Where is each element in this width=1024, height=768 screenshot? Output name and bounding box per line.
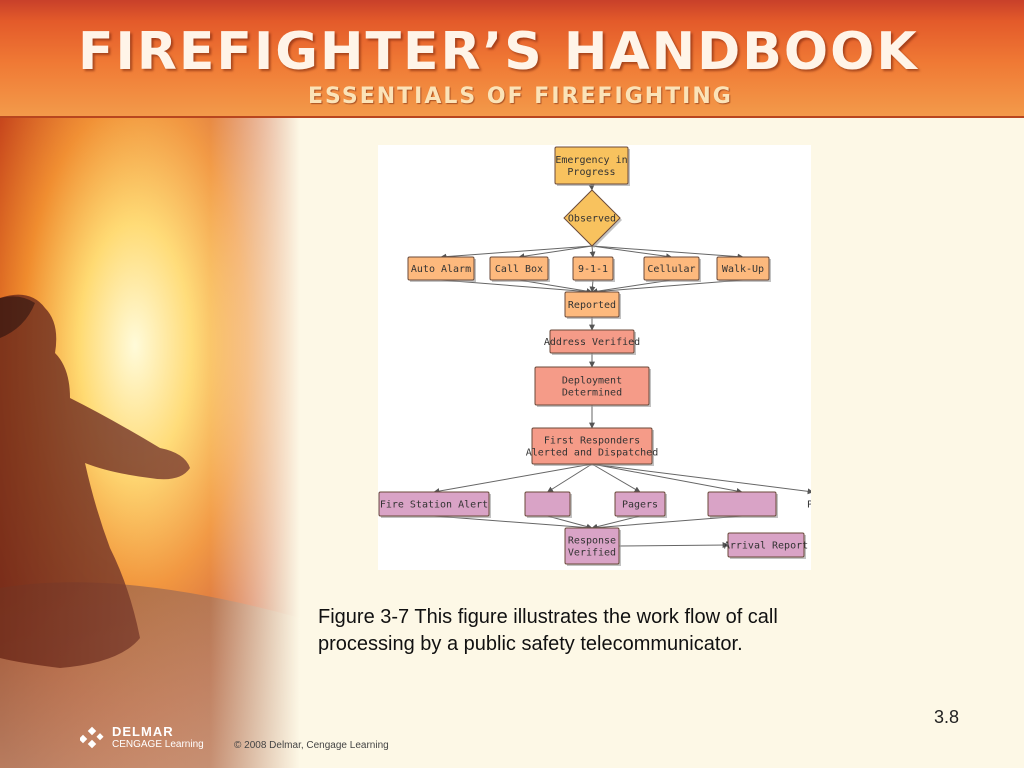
flow-arrow-observed-to-walk-up [591, 245, 744, 260]
flow-node-blank-2 [707, 491, 778, 518]
flow-arrow-response-verified-to-arrival-report [618, 542, 729, 549]
flow-node-reported: Reported [564, 291, 621, 319]
flow-arrow-observed-to-call-box [518, 245, 593, 260]
flow-node-label: Walk-Up [722, 264, 764, 275]
caption-line-1: Figure 3-7 This figure illustrates the w… [318, 606, 778, 628]
flow-node-label: Auto Alarm [411, 264, 471, 275]
flow-node-label: Fire Station Alert [380, 500, 488, 511]
book-title: FIREFIGHTER’S HANDBOOK [78, 22, 919, 82]
flow-arrow-observed-to-auto-alarm [440, 245, 593, 260]
firefighter-fire-image [0, 118, 300, 768]
copyright-text: © 2008 Delmar, Cengage Learning [234, 740, 389, 751]
book-subtitle: ESSENTIALS OF FIREFIGHTING [308, 84, 733, 109]
logo-text-delmar: DELMAR [112, 724, 174, 739]
flow-arrow-first-responders-to-fire-station-alert [433, 463, 593, 495]
logo-text-cengage: CENGAGE Learning [112, 739, 204, 750]
flow-node-label: Pagers [622, 500, 658, 511]
flow-node-fire-station-alert: Fire Station Alert [378, 491, 491, 518]
slide-number: 3.8 [934, 707, 960, 727]
flow-node-label: Verified [568, 548, 616, 559]
header-banner: FIREFIGHTER’S HANDBOOK ESSENTIALS OF FIR… [0, 0, 1024, 118]
flow-node-label: Deployment [562, 376, 622, 387]
flow-node-label: Emergency in [555, 155, 627, 166]
flow-node-label: Alerted and Dispatched [526, 448, 658, 459]
flow-arrow-first-responders-to-pr-partial [591, 463, 811, 495]
flow-node-walk-up: Walk-Up [716, 256, 771, 282]
flow-node-label: Arrival Report [724, 541, 808, 552]
delmar-logo-icon [80, 726, 104, 749]
flow-node-label: Reported [568, 300, 616, 311]
flow-node-arrival-report: Arrival Report [724, 532, 808, 559]
flow-node-nine-one-one: 9-1-1 [572, 256, 615, 282]
flow-node-blank-1 [524, 491, 572, 518]
flow-arrow-first-responders-to-blank-1 [546, 463, 593, 493]
flow-node-label: Observed [568, 214, 616, 225]
flow-node-observed: Observed [563, 189, 622, 248]
caption-line-2: processing by a public safety telecommun… [318, 633, 743, 655]
flow-node-label: First Responders [544, 436, 640, 447]
flow-arrow-observed-to-nine-one-one [589, 245, 596, 258]
flow-arrow-first-responders-to-blank-2 [591, 463, 743, 494]
figure-caption: Figure 3-7 This figure illustrates the w… [318, 604, 878, 658]
flow-node-label: Response [568, 536, 616, 547]
flow-node-address-verified: Address Verified [544, 329, 640, 355]
flow-node-label: Determined [562, 388, 622, 399]
flow-arrow-first-responders-to-pagers [591, 463, 641, 493]
flow-node-pagers: Pagers [614, 491, 667, 518]
flow-node-pr-partial: Pr [807, 500, 811, 511]
flow-node-label: Address Verified [544, 337, 640, 348]
flow-node-call-box: Call Box [489, 256, 550, 282]
flow-node-label: Pr [807, 500, 811, 511]
delmar-logo: DELMAR CENGAGE Learning [80, 724, 220, 756]
flow-arrow-walk-up-to-reported [591, 279, 744, 295]
flow-node-label: Call Box [495, 264, 543, 275]
flow-node-label: 9-1-1 [578, 264, 608, 275]
flow-node-label: Progress [567, 167, 615, 178]
flow-arrow-observed-to-cellular [591, 245, 673, 260]
flow-node-auto-alarm: Auto Alarm [407, 256, 476, 282]
flow-node-cellular: Cellular [643, 256, 701, 282]
flow-node-label: Cellular [647, 264, 695, 275]
